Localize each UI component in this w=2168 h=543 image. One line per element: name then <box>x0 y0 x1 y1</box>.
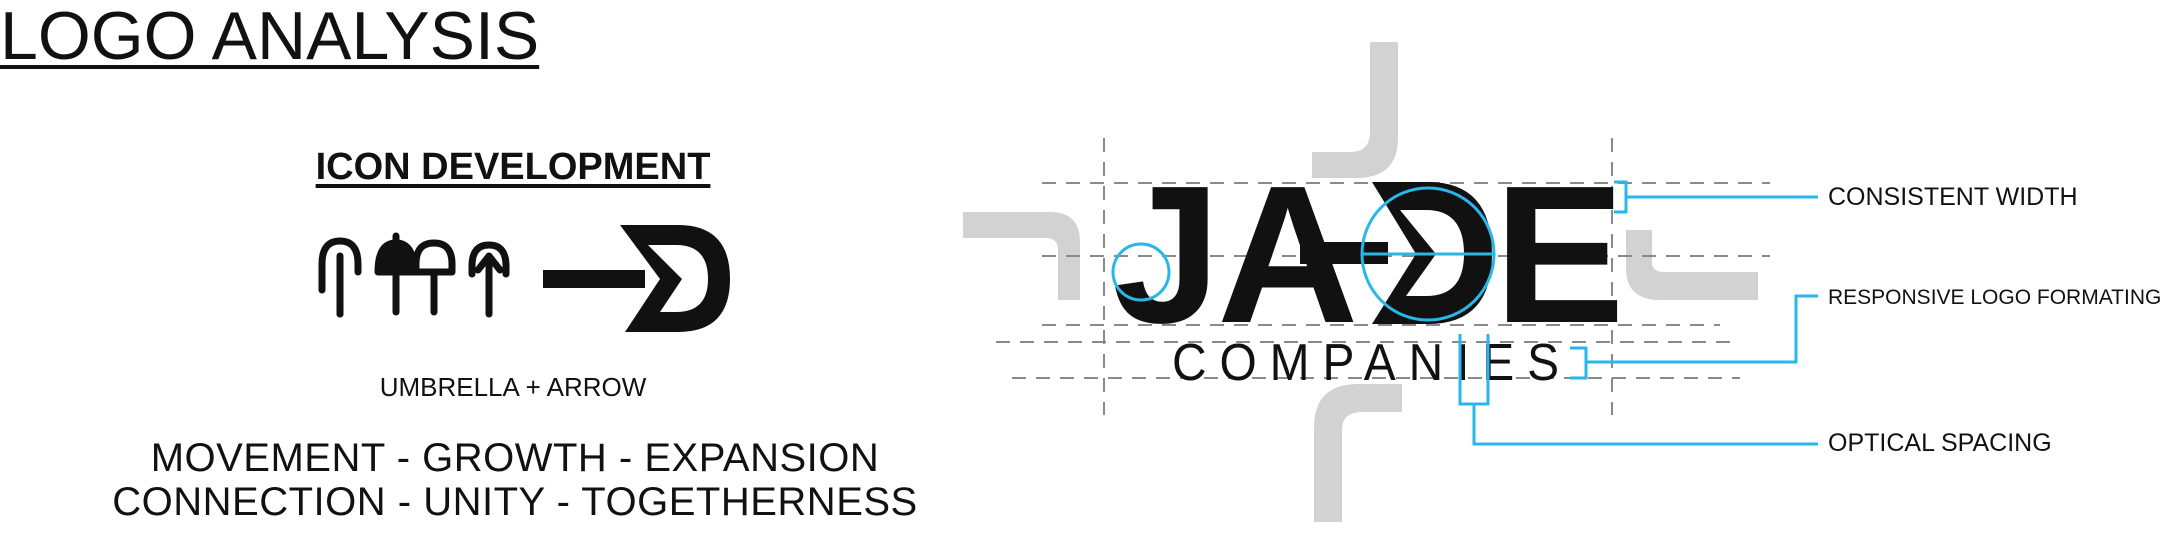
concept-line-2: CONNECTION - UNITY - TOGETHERNESS <box>112 480 918 524</box>
accent-annotations <box>1111 180 1818 446</box>
umbrella-icon-4 <box>468 241 510 318</box>
optical-circle-small <box>1111 242 1171 302</box>
icon-development-heading: ICON DEVELOPMENT <box>315 146 711 188</box>
ghost-j-shapes <box>963 42 1758 522</box>
ghost-j-left <box>963 212 1080 300</box>
umbrella-icon-2 <box>374 232 418 316</box>
ghost-j-bottom <box>1314 384 1402 522</box>
umbrella-icon-3 <box>412 239 456 316</box>
page-title: LOGO ANALYSIS <box>0 0 540 74</box>
ghost-j-top <box>1312 42 1398 178</box>
umbrella-icon-1 <box>318 237 362 318</box>
icon-caption: UMBRELLA + ARROW <box>379 372 647 402</box>
jade-logo: JA E COMPANIES <box>1112 145 1625 392</box>
annotation-consistent-width: CONSISTENT WIDTH <box>1828 183 2078 211</box>
annotation-optical-spacing: OPTICAL SPACING <box>1828 429 2052 457</box>
ghost-j-right <box>1626 230 1758 300</box>
arrow-d-icon <box>543 225 730 332</box>
concept-line-1: MOVEMENT - GROWTH - EXPANSION <box>150 436 880 480</box>
umbrella-sketches <box>318 232 510 318</box>
wordmark-companies: COMPANIES <box>1172 334 1572 392</box>
annotation-responsive-formatting: RESPONSIVE LOGO FORMATING <box>1828 286 2162 309</box>
wordmark-e: E <box>1494 145 1625 364</box>
